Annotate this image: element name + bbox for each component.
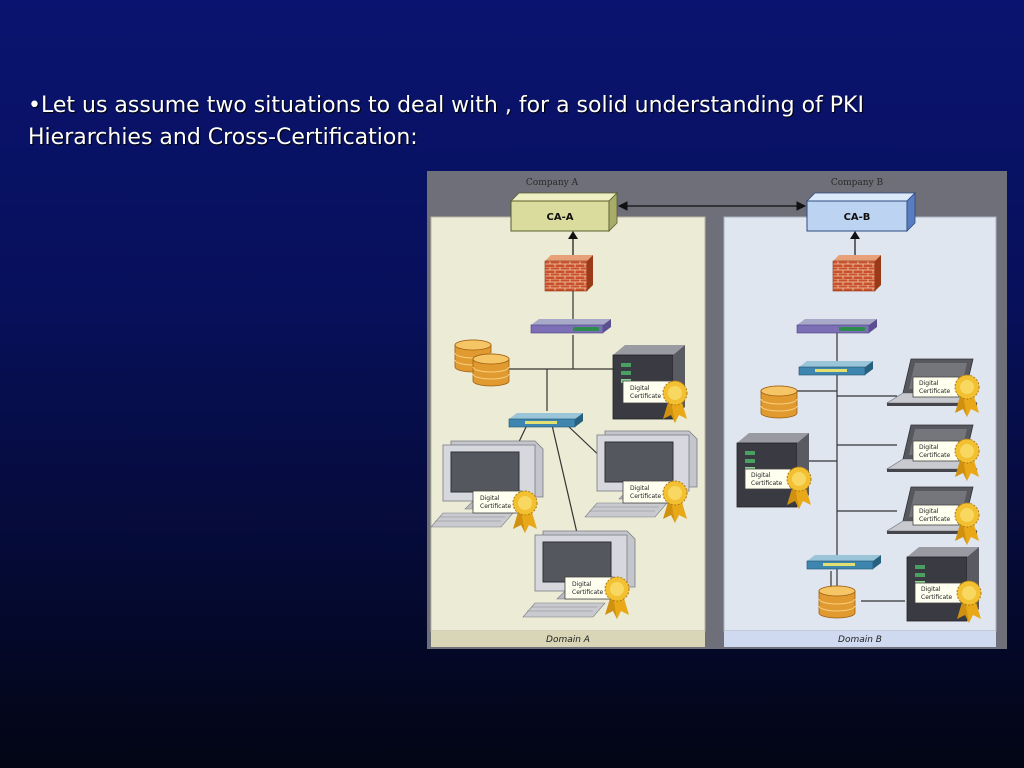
digital-certificate-icon: Digital Certificate (912, 502, 980, 546)
firewall-a-icon (544, 254, 594, 292)
database-b1-icon (760, 385, 798, 419)
svg-text:Digital: Digital (572, 581, 592, 588)
digital-certificate-icon: Digital Certificate (622, 480, 688, 524)
hub-b-icon (796, 318, 878, 334)
domain-b-label: Domain B (838, 635, 882, 645)
router-a-icon (508, 412, 584, 428)
router-b1-icon (798, 360, 874, 376)
database-b2-icon (818, 585, 856, 619)
hub-a-icon (530, 318, 612, 334)
digital-certificate-icon: Digital Certificate (564, 576, 630, 620)
svg-text:Certificate: Certificate (919, 516, 950, 523)
svg-text:Digital: Digital (751, 472, 771, 479)
ca-a-box: CA-A (510, 192, 618, 232)
ca-b-label: CA-B (844, 212, 871, 223)
svg-text:Digital: Digital (921, 586, 941, 593)
svg-text:Certificate: Certificate (480, 503, 511, 510)
ca-a-label: CA-A (547, 212, 574, 223)
bullet-glyph: • (28, 93, 41, 118)
svg-text:Certificate: Certificate (919, 388, 950, 395)
pki-cross-certification-diagram: Domain A Domain B Company A Company B CA… (427, 171, 1007, 649)
domain-b-footer (724, 631, 996, 647)
cross-certification-arrow (617, 201, 807, 211)
digital-certificate-icon: Digital Certificate (914, 580, 982, 624)
domain-a-label: Domain A (546, 635, 590, 645)
router-b2-icon (806, 554, 882, 570)
bullet-body: Let us assume two situations to deal wit… (28, 93, 864, 150)
domain-a-footer (431, 631, 705, 647)
svg-text:Certificate: Certificate (919, 452, 950, 459)
digital-certificate-icon: Digital Certificate (622, 380, 688, 424)
company-b-label: Company B (831, 178, 884, 188)
svg-text:Digital: Digital (630, 485, 650, 492)
svg-text:Digital: Digital (919, 444, 939, 451)
slide-bullet-text: •Let us assume two situations to deal wi… (28, 90, 908, 154)
svg-text:Digital: Digital (480, 495, 500, 502)
digital-certificate-icon: Digital Certificate (744, 466, 812, 510)
firewall-b-icon (832, 254, 882, 292)
digital-certificate-icon: Digital Certificate (472, 490, 538, 534)
svg-text:Certificate: Certificate (751, 480, 782, 487)
company-a-label: Company A (526, 178, 579, 188)
digital-certificate-icon: Digital Certificate (912, 438, 980, 482)
svg-text:Digital: Digital (919, 508, 939, 515)
svg-text:Digital: Digital (630, 385, 650, 392)
digital-certificate-icon: Digital Certificate (912, 374, 980, 418)
svg-text:Certificate: Certificate (572, 589, 603, 596)
svg-text:Digital: Digital (919, 380, 939, 387)
diagram-svg: Domain A Domain B Company A Company B CA… (427, 171, 1007, 649)
ca-b-box: CA-B (806, 192, 916, 232)
svg-text:Certificate: Certificate (630, 493, 661, 500)
svg-text:Certificate: Certificate (921, 594, 952, 601)
svg-text:Certificate: Certificate (630, 393, 661, 400)
